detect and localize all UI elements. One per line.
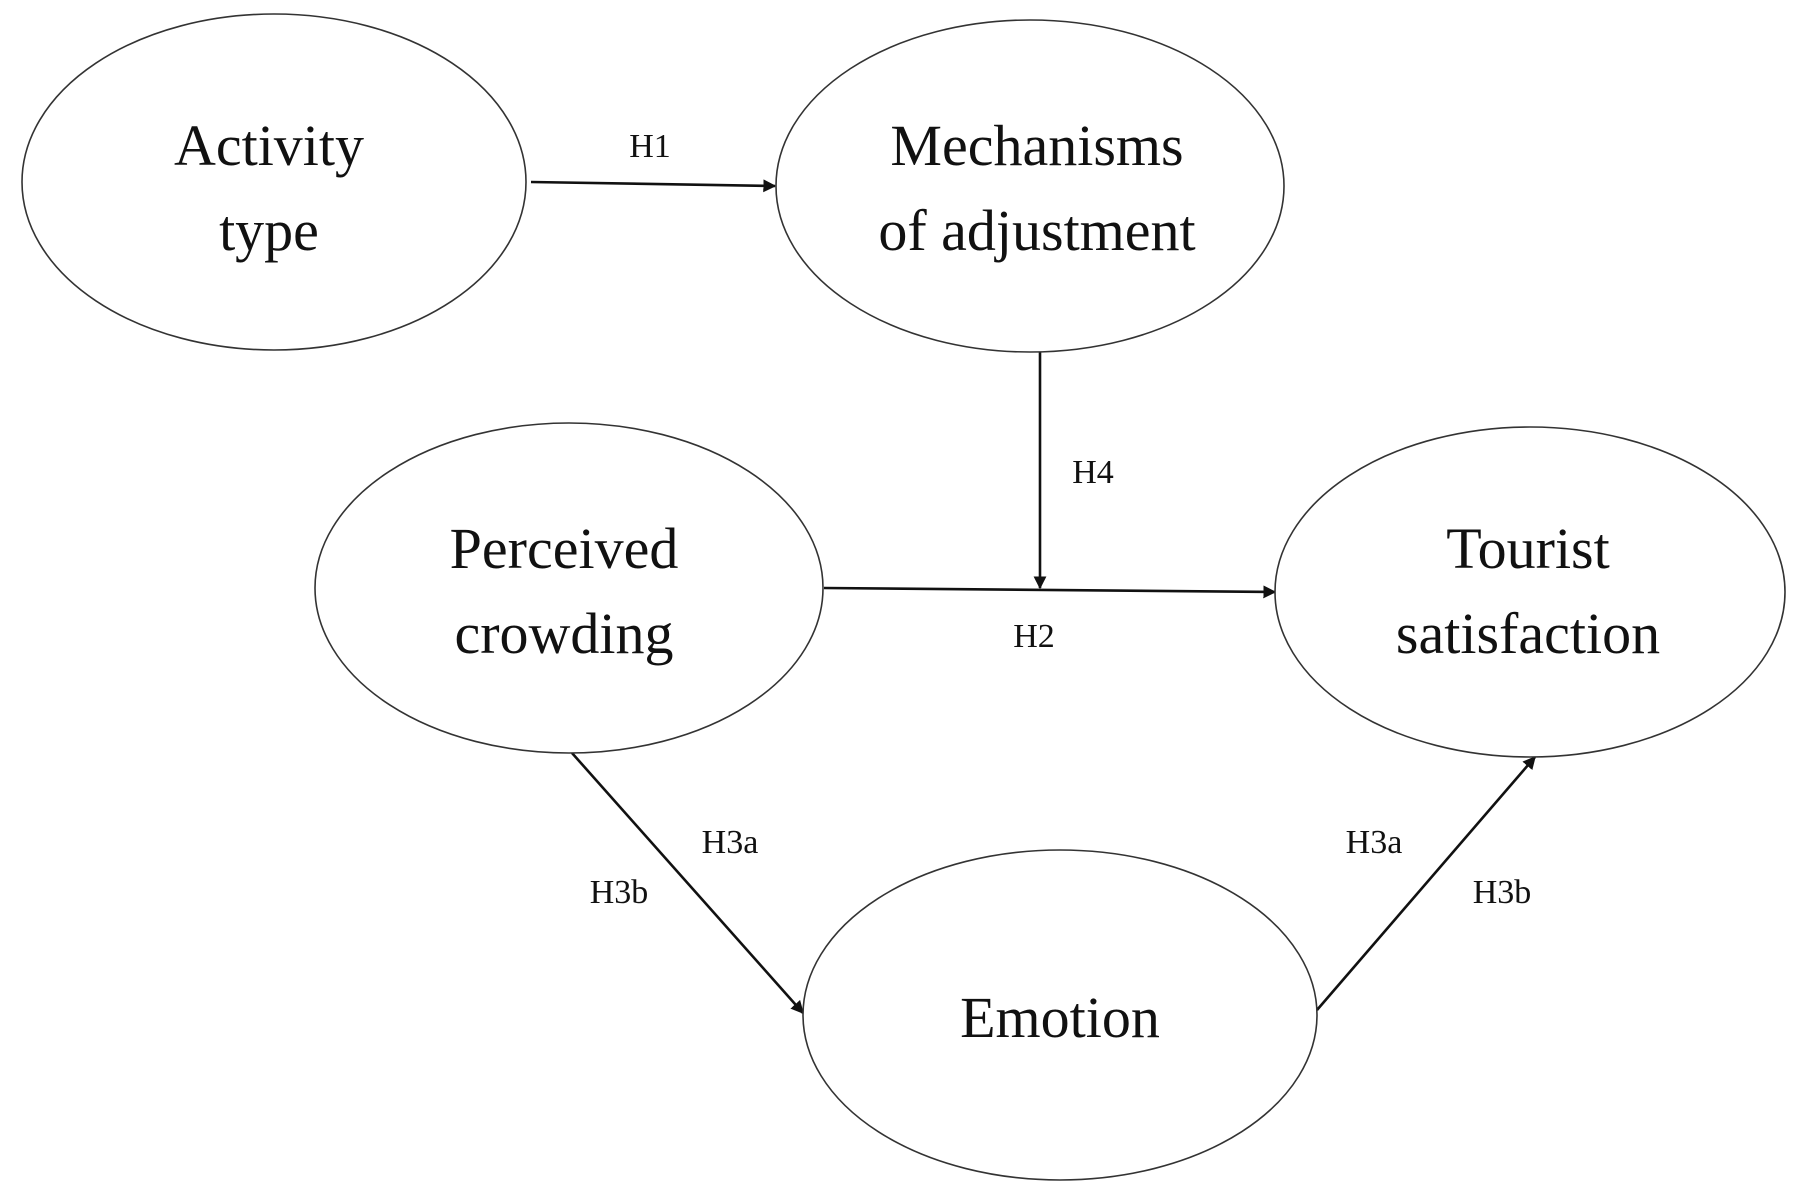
- edge-label-right-h3a: H3a: [1346, 824, 1403, 861]
- node-mechanisms-line2: of adjustment: [878, 198, 1195, 263]
- edge-h2-arrow: [823, 585, 1277, 599]
- edge-label-h4: H4: [1072, 454, 1114, 491]
- node-perceived-crowding-line1: Perceived: [450, 516, 679, 581]
- node-mechanisms-of-adjustment: Mechanisms of adjustment: [775, 19, 1285, 353]
- node-activity-type: Activity type: [21, 13, 527, 351]
- node-tourist-satisfaction: Tourist satisfaction: [1274, 426, 1786, 758]
- edge-h3-right-arrow: [1316, 756, 1536, 1011]
- node-emotion: Emotion: [802, 849, 1318, 1181]
- edge-h1-arrow: [530, 179, 777, 193]
- edge-label-h1: H1: [629, 128, 671, 165]
- edge-labels: H1 H4 H2 H3a H3b H3a H3b: [590, 128, 1532, 911]
- node-emotion-line1: Emotion: [960, 985, 1160, 1050]
- edge-label-right-h3b: H3b: [1473, 874, 1532, 911]
- node-activity-type-line1: Activity: [174, 113, 364, 178]
- edge-label-left-h3a: H3a: [702, 824, 759, 861]
- node-perceived-crowding-line2: crowding: [454, 601, 673, 666]
- node-perceived-crowding: Perceived crowding: [314, 422, 824, 754]
- node-tourist-satisfaction-line2: satisfaction: [1396, 601, 1660, 666]
- edge-label-h2: H2: [1013, 618, 1055, 655]
- edge-label-left-h3b: H3b: [590, 874, 649, 911]
- node-mechanisms-line1: Mechanisms: [890, 113, 1183, 178]
- node-activity-type-line2: type: [219, 198, 319, 263]
- node-tourist-satisfaction-line1: Tourist: [1446, 516, 1610, 581]
- edge-h3-left-arrow: [571, 752, 804, 1014]
- edges: [530, 179, 1536, 1014]
